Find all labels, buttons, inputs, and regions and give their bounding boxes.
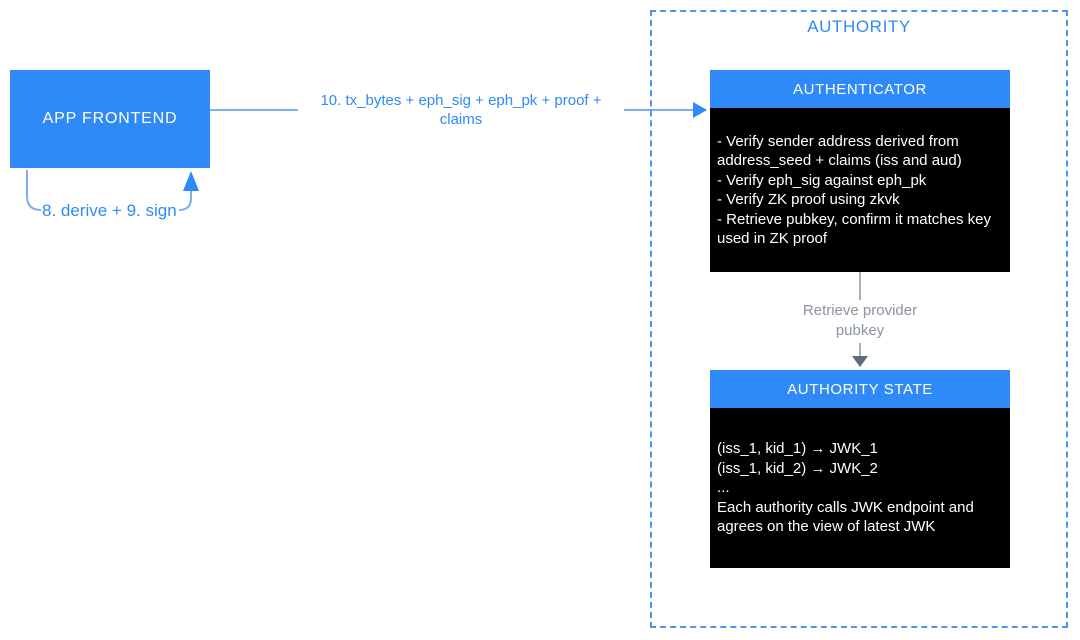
authenticator-body-line: - Verify sender address derived from add… bbox=[717, 132, 962, 170]
authority-state-header: AUTHORITY STATE bbox=[710, 370, 1010, 408]
authenticator-body-line: - Verify ZK proof using zkvk bbox=[717, 191, 900, 208]
app-frontend-node: APP FRONTEND bbox=[10, 70, 210, 168]
loop-arrow-left-curve bbox=[26, 170, 42, 211]
authority-state-body-line: Each authority calls JWK endpoint and ag… bbox=[717, 498, 974, 536]
retrieve-pubkey-arrow-line-top bbox=[859, 272, 861, 300]
app-frontend-label: APP FRONTEND bbox=[42, 110, 178, 127]
authority-state-node: AUTHORITY STATE (iss_1, kid_1) → JWK_1 (… bbox=[710, 370, 1010, 568]
authenticator-header: AUTHENTICATOR bbox=[710, 70, 1010, 108]
authority-state-body-line: (iss_1, kid_1) → JWK_1 bbox=[717, 440, 878, 458]
retrieve-pubkey-down-arrowhead-icon bbox=[852, 356, 868, 367]
authority-state-body: (iss_1, kid_1) → JWK_1 (iss_1, kid_2) → … bbox=[710, 408, 1010, 568]
authority-group: AUTHORITY bbox=[650, 10, 1068, 628]
authority-group-label: AUTHORITY bbox=[807, 17, 911, 36]
derive-sign-label: 8. derive + 9. sign bbox=[42, 201, 177, 220]
authenticator-body-line: - Retrieve pubkey, confirm it matches ke… bbox=[717, 210, 991, 248]
retrieve-pubkey-label: Retrieve provider pubkey bbox=[802, 302, 918, 339]
authority-state-body-line: (iss_1, kid_2) → JWK_2 bbox=[717, 459, 878, 477]
authenticator-node: AUTHENTICATOR - Verify sender address de… bbox=[710, 70, 1010, 272]
authenticator-body: - Verify sender address derived from add… bbox=[710, 108, 1010, 272]
tx-submit-arrowhead-icon bbox=[693, 102, 707, 118]
derive-sign-loop-arrow bbox=[26, 170, 199, 211]
loop-arrow-right-curve bbox=[178, 190, 192, 211]
authenticator-body-line: - Verify eph_sig against eph_pk bbox=[717, 171, 927, 189]
loop-arrow-up-arrowhead-icon bbox=[183, 171, 199, 191]
retrieve-pubkey-arrow-line-bottom bbox=[859, 343, 861, 356]
authority-state-body-line: ... bbox=[717, 479, 730, 497]
tx-submit-label: 10. tx_bytes + eph_sig + eph_pk + proof … bbox=[298, 91, 624, 129]
